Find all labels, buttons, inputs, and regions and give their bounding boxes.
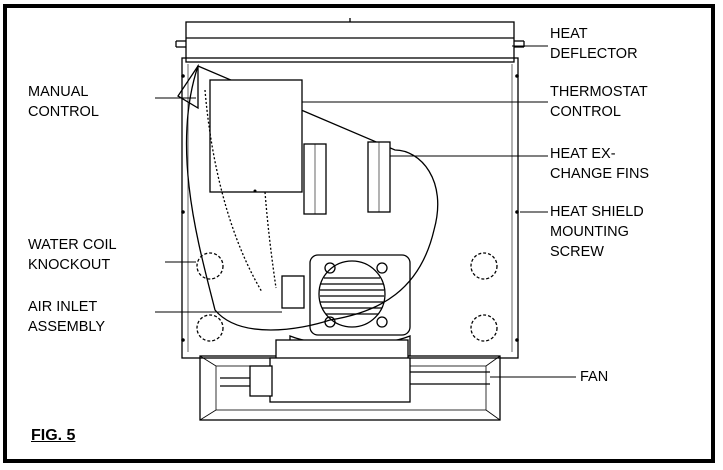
water-coil-knockout-lower-left bbox=[196, 314, 224, 342]
label-heat-exchange-fins: HEAT EX- CHANGE FINS bbox=[550, 146, 650, 182]
heat-exchanger-outline bbox=[185, 65, 439, 331]
water-coil-knockout-upper-left bbox=[196, 252, 224, 280]
label-water-coil-knockout: WATER COIL KNOCKOUT bbox=[28, 237, 117, 273]
capillary-chain-right bbox=[264, 191, 277, 289]
manual-control-knob bbox=[177, 63, 199, 110]
heat-deflector bbox=[175, 18, 525, 63]
label-thermostat-control: THERMOSTAT CONTROL bbox=[550, 84, 648, 120]
label-manual-control: MANUAL CONTROL bbox=[28, 84, 99, 120]
heat-shield-mounting-screws bbox=[181, 74, 519, 342]
label-heat-deflector: HEAT DEFLECTOR bbox=[550, 26, 638, 62]
fan-motor bbox=[220, 339, 490, 403]
figure-frame bbox=[3, 4, 715, 463]
leader-lines bbox=[155, 45, 576, 378]
figure-caption: FIG. 5 bbox=[31, 427, 76, 444]
label-fan: FAN bbox=[580, 369, 609, 385]
air-inlet-assembly bbox=[281, 275, 305, 309]
label-air-inlet-assembly: AIR INLET ASSEMBLY bbox=[28, 299, 106, 335]
water-coil-knockout-upper-right bbox=[470, 252, 498, 280]
thermostat-control-box bbox=[209, 79, 303, 193]
water-coil-knockout-lower-right bbox=[470, 314, 498, 342]
label-heat-shield-mounting-screw: HEAT SHIELD MOUNTING SCREW bbox=[550, 204, 644, 260]
fan-housing bbox=[309, 254, 411, 336]
capillary-chain-left bbox=[204, 89, 263, 293]
